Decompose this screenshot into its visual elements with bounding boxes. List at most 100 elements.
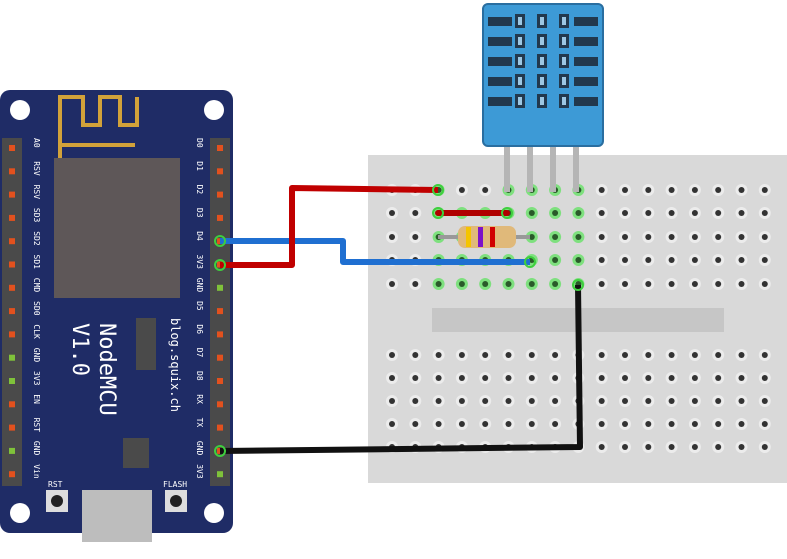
wire-endpoint xyxy=(214,235,226,247)
breadboard-hole xyxy=(598,257,605,263)
pin-right-d8 xyxy=(217,378,223,384)
sensor-grille-window xyxy=(518,17,522,25)
breadboard-hole xyxy=(622,281,628,287)
pin-label: GND xyxy=(32,441,41,456)
breadboard-hole xyxy=(412,421,419,427)
breadboard-hole xyxy=(645,234,652,240)
pin-label: RX xyxy=(195,394,204,404)
breadboard-hole xyxy=(622,398,628,404)
breadboard-hole xyxy=(738,398,745,404)
breadboard-hole xyxy=(482,187,489,193)
flash-button-cap xyxy=(170,495,182,507)
data-wire xyxy=(220,238,530,265)
pin-label: D2 xyxy=(195,185,204,195)
breadboard-hole xyxy=(622,444,628,450)
flash-label: FLASH xyxy=(163,480,187,489)
pin-right-d3 xyxy=(217,214,223,221)
pin-label: D8 xyxy=(195,371,204,381)
pin-label: 3V3 xyxy=(195,255,204,270)
breadboard-hole xyxy=(738,444,745,450)
breadboard-hole xyxy=(482,352,489,358)
breadboard-hole xyxy=(598,187,605,193)
pin-label: D0 xyxy=(195,138,204,148)
breadboard-hole xyxy=(552,421,559,427)
sensor-grille-window xyxy=(562,77,566,85)
breadboard-hole xyxy=(738,257,745,263)
breadboard-hole xyxy=(691,210,698,216)
sensor-grille-slot xyxy=(488,77,512,86)
breadboard-hole xyxy=(458,421,465,427)
sensor-grille-slot xyxy=(488,57,512,66)
breadboard-hole xyxy=(482,375,489,381)
breadboard-hole xyxy=(435,421,442,427)
breadboard-hole xyxy=(552,210,559,216)
power-wire xyxy=(220,185,439,268)
chip xyxy=(136,318,156,370)
pin-label: RST xyxy=(32,418,41,433)
breadboard-hole xyxy=(458,187,465,193)
pin-left-rsv xyxy=(9,191,15,198)
wire-endpoint xyxy=(214,259,226,271)
esp-module xyxy=(54,158,180,298)
breadboard-hole xyxy=(668,398,675,404)
sensor-grille-window xyxy=(562,97,566,105)
breadboard-hole xyxy=(575,257,582,263)
breadboard-hole xyxy=(552,257,559,263)
pin-label: GND xyxy=(195,441,204,456)
breadboard-hole xyxy=(598,352,605,358)
breadboard-hole xyxy=(691,234,698,240)
breadboard-hole xyxy=(691,257,698,263)
breadboard-hole xyxy=(738,187,745,193)
breadboard-hole xyxy=(691,281,698,287)
breadboard-hole xyxy=(412,210,419,216)
breadboard-hole xyxy=(458,281,465,287)
breadboard-hole xyxy=(598,444,605,450)
pin-right-d0 xyxy=(217,145,223,151)
breadboard-hole xyxy=(738,421,745,427)
pin-label: SD1 xyxy=(32,255,41,270)
breadboard-hole xyxy=(552,375,559,381)
sensor-grille-slot xyxy=(574,57,598,66)
breadboard-hole xyxy=(761,398,768,404)
pin-label: Vin xyxy=(32,464,41,479)
breadboard-hole xyxy=(622,375,628,381)
pin-label: GND xyxy=(195,278,204,293)
breadboard-hole xyxy=(598,281,605,287)
wire-endpoint xyxy=(432,207,444,219)
resistor-band xyxy=(490,227,495,247)
breadboard-hole xyxy=(738,210,745,216)
board-url: blog.squix.ch xyxy=(168,318,182,412)
pin-label: EN xyxy=(32,394,41,404)
breadboard-hole xyxy=(715,187,722,193)
breadboard-hole xyxy=(691,398,698,404)
breadboard-hole xyxy=(645,398,652,404)
pin-label: SD0 xyxy=(32,301,41,316)
pin-label: D5 xyxy=(195,301,204,311)
breadboard-hole xyxy=(738,234,745,240)
breadboard-hole xyxy=(761,187,768,193)
breadboard-hole xyxy=(505,398,512,404)
breadboard-hole xyxy=(435,375,442,381)
breadboard-hole xyxy=(645,257,652,263)
wire-endpoint xyxy=(501,207,513,219)
pin-label: TX xyxy=(195,418,204,428)
breadboard-hole xyxy=(715,210,722,216)
breadboard-hole xyxy=(412,281,419,287)
mounting-hole xyxy=(10,100,30,120)
breadboard-hole xyxy=(645,210,652,216)
wifi-antenna xyxy=(58,95,139,158)
sensor-grille-window xyxy=(540,57,544,65)
pin-left-cmd xyxy=(9,284,15,291)
breadboard-hole xyxy=(668,421,675,427)
breadboard-hole xyxy=(691,375,698,381)
breadboard-hole xyxy=(435,352,442,358)
mounting-hole xyxy=(204,100,224,120)
pin-label: 3V3 xyxy=(32,371,41,386)
breadboard-hole xyxy=(715,352,722,358)
pin-right-gnd xyxy=(217,284,223,291)
board-version: V1.0 xyxy=(67,323,92,376)
pin-right-d7 xyxy=(217,354,223,361)
breadboard-hole xyxy=(435,281,442,287)
